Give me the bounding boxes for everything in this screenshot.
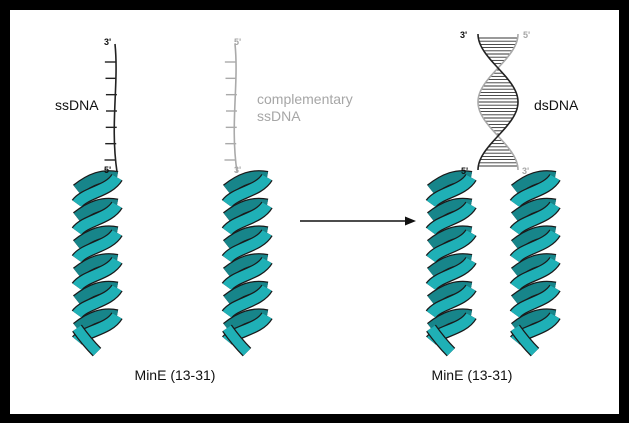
helix-ds-left — [431, 177, 471, 353]
ss-right-5prime: 5' — [234, 37, 241, 47]
dsdna-label: dsDNA — [534, 97, 579, 113]
transition-arrow — [300, 217, 416, 226]
ssdna-strand — [104, 44, 117, 172]
complementary-ssdna-label-line2: ssDNA — [257, 108, 301, 124]
ss-right-3prime: 3' — [234, 165, 241, 175]
mine-left-label: MinE (13-31) — [135, 367, 216, 383]
ds-left-5prime: 5' — [461, 166, 468, 176]
helices-layer — [77, 177, 555, 353]
ssdna-label: ssDNA — [55, 97, 99, 113]
ds-right-3prime: 3' — [522, 166, 529, 176]
complementary-ssdna-strand — [224, 44, 237, 172]
helix-ss-left — [77, 177, 117, 353]
ss-left-3prime: 3' — [104, 37, 111, 47]
ds-left-3prime: 3' — [460, 30, 467, 40]
helix-ds-right — [515, 177, 555, 353]
complementary-ssdna-label-line1: complementary — [257, 91, 353, 107]
ds-right-5prime: 5' — [523, 30, 530, 40]
dsdna-helix — [478, 34, 518, 170]
ss-left-5prime: 5' — [104, 165, 111, 175]
helix-ss-right — [227, 177, 267, 353]
mine-right-label: MinE (13-31) — [432, 367, 513, 383]
